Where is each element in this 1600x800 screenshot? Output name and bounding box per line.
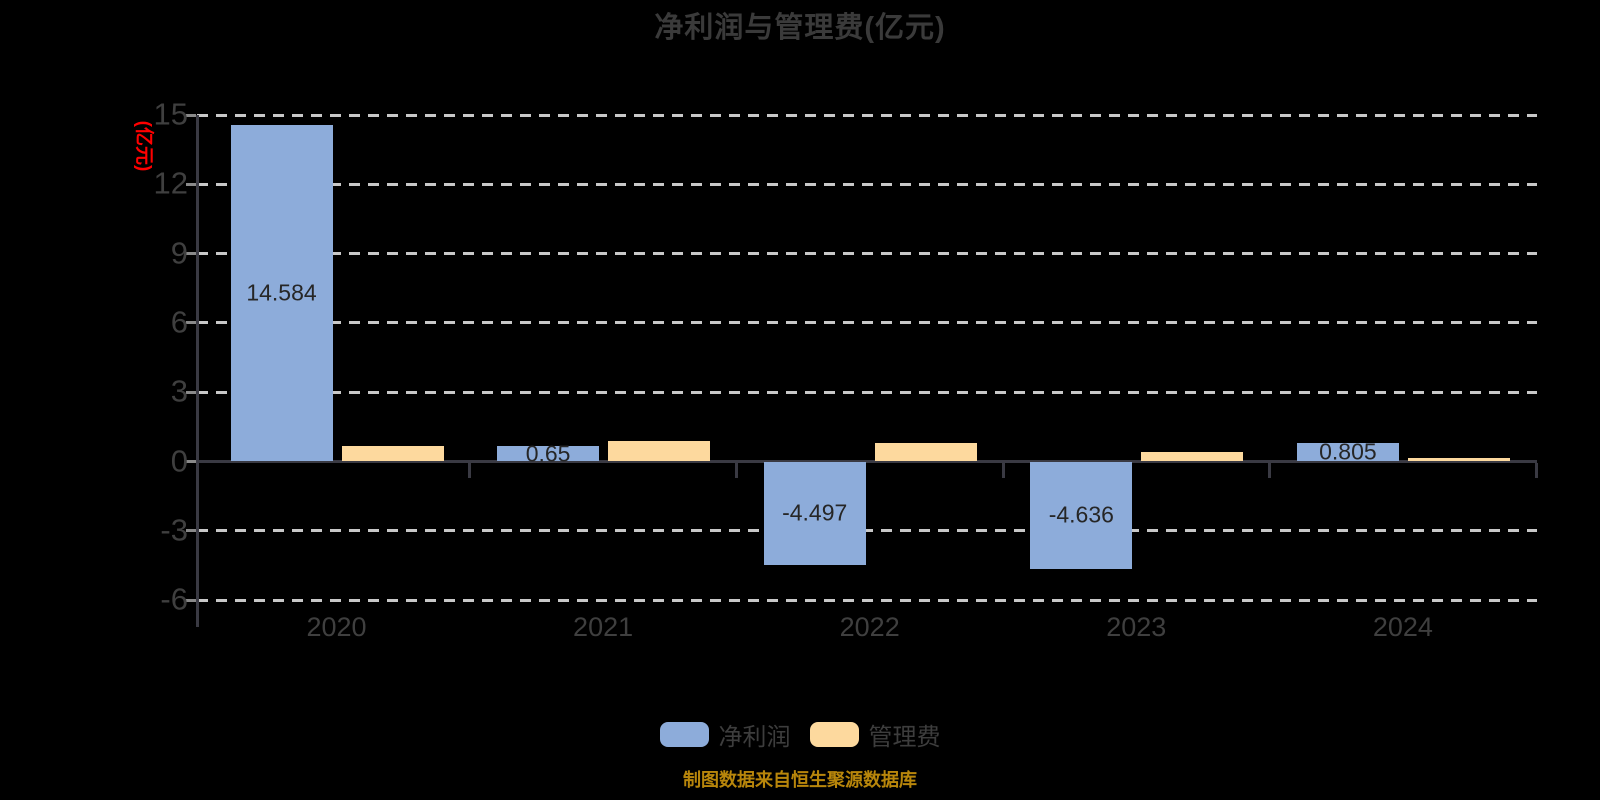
x-tick-3 — [1001, 463, 1005, 478]
bar-管理费-2021 — [608, 440, 711, 462]
x-tick-4 — [1268, 463, 1272, 478]
bar-value-label-2021: 0.65 — [525, 440, 571, 467]
y-tick-label--3: -3 — [160, 512, 188, 548]
bar-管理费-2020 — [341, 446, 444, 462]
legend-swatch-yellow — [809, 721, 859, 747]
bar-value-label-2022: -4.497 — [782, 499, 848, 526]
legend: 净利润 管理费 — [0, 716, 1600, 752]
y-tick-15 — [186, 113, 196, 117]
y-tick-label-0: 0 — [170, 442, 188, 478]
y-tick--3 — [186, 529, 196, 533]
gridline-y--3 — [197, 529, 1537, 533]
bar-管理费-2022 — [874, 443, 977, 462]
x-tick-1 — [468, 463, 472, 478]
y-tick-12 — [186, 182, 196, 186]
y-tick-label-9: 9 — [170, 234, 188, 270]
bar-净利润-2020 — [230, 124, 333, 462]
y-tick-3 — [186, 390, 196, 394]
legend-label: 管理费 — [868, 723, 941, 751]
x-axis-line — [195, 460, 1537, 463]
legend-item-管理费[interactable]: 管理费 — [809, 717, 941, 752]
y-tick-label-12: 12 — [153, 165, 188, 201]
y-tick-6 — [186, 321, 196, 325]
y-tick-0 — [186, 460, 196, 463]
x-axis-label-2022: 2022 — [839, 612, 900, 642]
y-tick-label-15: 15 — [153, 96, 188, 132]
y-tick-label-6: 6 — [170, 304, 188, 340]
x-tick-2 — [734, 463, 738, 478]
bar-净利润-2021 — [497, 446, 600, 462]
bar-管理费-2023 — [1141, 451, 1244, 462]
y-axis-line — [195, 115, 199, 627]
x-axis-label-2023: 2023 — [1106, 612, 1167, 642]
bar-净利润-2022 — [763, 461, 866, 566]
bar-净利润-2023 — [1030, 461, 1133, 569]
gridline-y-15 — [197, 113, 1537, 117]
x-tick-5 — [1534, 463, 1538, 478]
gridline-y-12 — [197, 182, 1537, 186]
gridline-y-9 — [197, 252, 1537, 256]
bar-管理费-2024 — [1407, 458, 1510, 462]
legend-item-净利润[interactable]: 净利润 — [659, 717, 791, 752]
x-axis-label-2024: 2024 — [1372, 612, 1433, 642]
source-note: 制图数据来自恒生聚源数据库 — [683, 770, 917, 790]
gridline-y-3 — [197, 390, 1537, 394]
legend-swatch-blue — [659, 721, 709, 747]
gridline-y--6 — [197, 598, 1537, 602]
gridline-y-6 — [197, 321, 1537, 325]
y-tick-label-3: 3 — [170, 373, 188, 409]
x-axis-label-2020: 2020 — [306, 612, 367, 642]
bar-value-label-2020: 14.584 — [246, 279, 317, 306]
x-axis-label-2021: 2021 — [573, 612, 634, 642]
bar-value-label-2023: -4.636 — [1048, 501, 1114, 528]
bar-value-label-2024: 0.805 — [1319, 438, 1377, 465]
legend-label: 净利润 — [718, 723, 791, 751]
bar-净利润-2024 — [1296, 442, 1399, 462]
y-tick--6 — [186, 598, 196, 602]
chart-title: 净利润与管理费(亿元) — [654, 12, 946, 44]
y-tick-9 — [186, 252, 196, 256]
y-tick-label--6: -6 — [160, 581, 188, 617]
